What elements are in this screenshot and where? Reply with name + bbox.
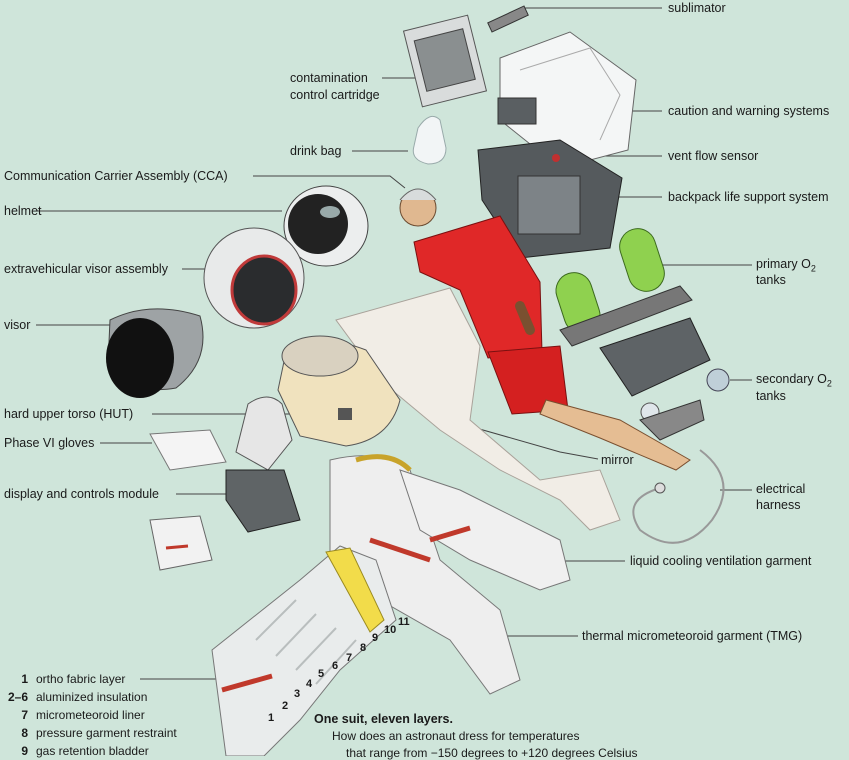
label-drink-bag: drink bag: [290, 144, 342, 158]
electrical-harness: [632, 449, 725, 544]
drink-bag: [412, 115, 447, 165]
label-sublimator: sublimator: [668, 1, 726, 15]
label-visor: visor: [4, 318, 31, 332]
label-hut: hard upper torso (HUT): [4, 407, 134, 421]
label-secondary-o2: secondary O2: [756, 372, 832, 389]
secondary-o2-tanks: [706, 368, 730, 392]
helmet: [283, 185, 369, 267]
label-primary-o2-tanks: tanks: [756, 273, 786, 287]
label-caution-warning: caution and warning systems: [668, 104, 830, 118]
label-helmet: helmet: [4, 204, 42, 218]
display-and-controls-module: [225, 469, 301, 533]
visor: [106, 308, 204, 398]
label-gloves: Phase VI gloves: [4, 436, 95, 450]
astronaut-lcvg: [399, 188, 691, 471]
layer-marker-7: 7: [346, 652, 353, 664]
primary-o2-tanks: [555, 228, 693, 347]
spacesuit-body: [149, 396, 571, 695]
layer-marker-5: 5: [318, 668, 325, 680]
layer-marker-1: 1: [268, 712, 275, 724]
label-mirror: mirror: [601, 453, 634, 467]
layer-marker-6: 6: [332, 660, 339, 672]
label-vent-flow-sensor: vent flow sensor: [668, 149, 759, 163]
label-lcvg: liquid cooling ventilation garment: [630, 554, 812, 568]
electronics-module: [599, 317, 711, 397]
phase-vi-gloves: [149, 429, 227, 471]
layer-marker-11: 11: [398, 616, 410, 628]
layer-marker-4: 4: [306, 678, 313, 690]
label-dcm: display and controls module: [4, 487, 159, 501]
layer-marker-3: 3: [294, 688, 301, 700]
label-tmg: thermal micrometeoroid garment (TMG): [582, 629, 803, 643]
label-contamination-1: contamination: [290, 71, 368, 85]
layer-marker-8: 8: [360, 642, 367, 654]
caption-line-2: that range from −150 degrees to +120 deg…: [346, 746, 638, 760]
caption-title: One suit, eleven layers.: [314, 712, 453, 726]
label-backpack: backpack life support system: [668, 190, 829, 204]
label-cca: Communication Carrier Assembly (CCA): [4, 169, 228, 183]
label-primary-o2: primary O2: [756, 257, 816, 274]
liquid-cooling-ventilation-garment: [335, 287, 621, 531]
layer-marker-2: 2: [282, 700, 289, 712]
label-secondary-o2-tanks: tanks: [756, 389, 786, 403]
label-electrical: electrical: [756, 482, 806, 496]
suit-layers-cutaway: [211, 545, 397, 756]
backpack-life-support-system: [402, 5, 637, 259]
label-ev-visor: extravehicular visor assembly: [4, 262, 168, 276]
label-contamination-2: control cartridge: [290, 88, 380, 102]
hard-upper-torso: [277, 335, 401, 447]
extravehicular-visor-assembly: [203, 227, 305, 329]
caption-line-1: How does an astronaut dress for temperat…: [332, 729, 580, 743]
layer-marker-10: 10: [384, 624, 397, 636]
layer-marker-9: 9: [372, 632, 379, 644]
label-harness: harness: [756, 498, 801, 512]
